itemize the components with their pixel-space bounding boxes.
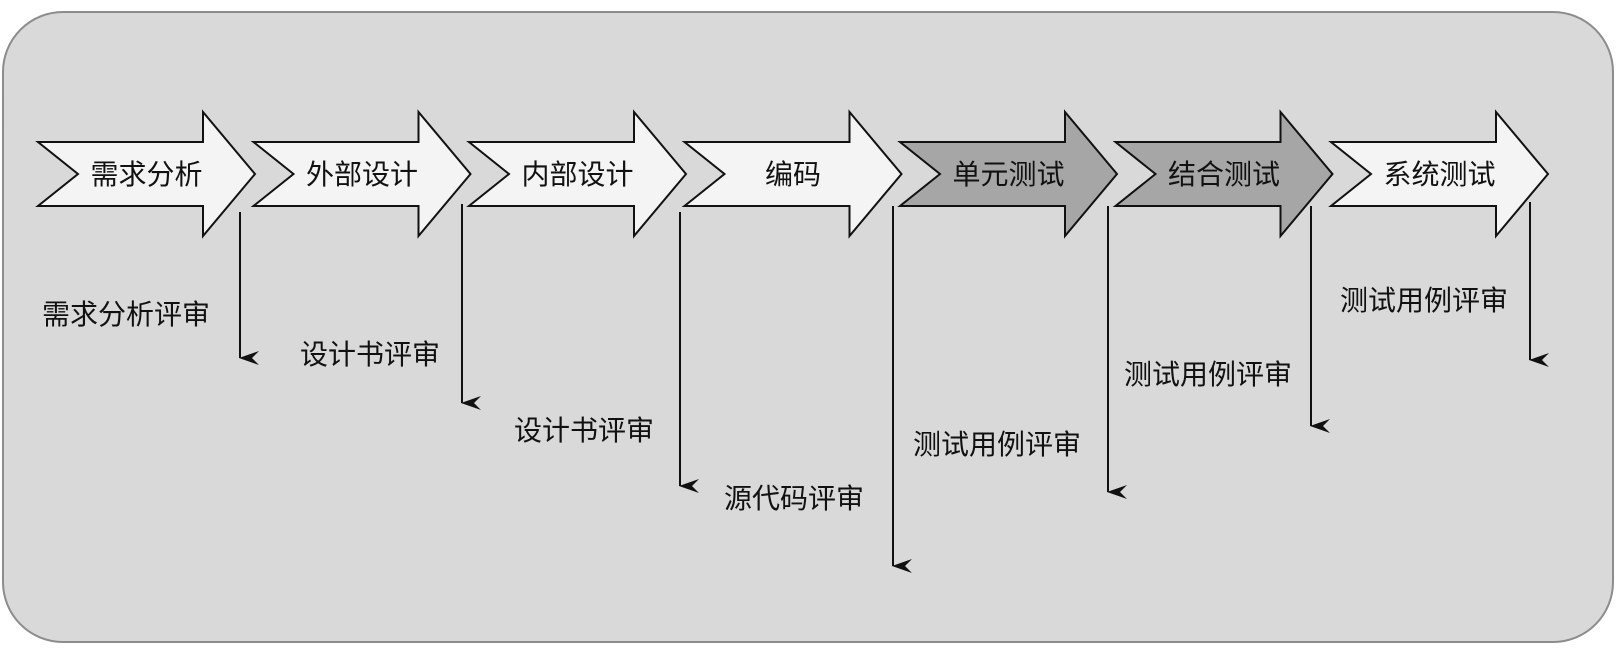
phase-label: 内部设计 [521, 158, 633, 191]
review-system-test: 测试用例评审 [1340, 202, 1549, 367]
phase-arrow-unit-test: 单元测试 [897, 109, 1119, 239]
review-label: 源代码评审 [724, 482, 864, 515]
review-internal-design: 设计书评审 [514, 212, 699, 493]
review-coding: 源代码评审 [724, 206, 912, 573]
diagram-panel [2, 11, 1614, 643]
phase-label: 外部设计 [306, 158, 418, 191]
phase-arrow-shape [897, 109, 1119, 239]
phase-arrow-internal-design: 内部设计 [466, 109, 688, 239]
review-unit-test: 测试用例评审 [913, 206, 1127, 499]
review-requirements-analysis: 需求分析评审 [42, 212, 259, 365]
phase-arrow-external-design: 外部设计 [250, 109, 472, 239]
review-integration-test: 测试用例评审 [1124, 206, 1330, 433]
phase-arrow-shape [250, 109, 472, 239]
phase-label: 系统测试 [1383, 158, 1495, 191]
phase-label: 需求分析 [90, 158, 202, 191]
phase-arrows: 需求分析 外部设计 内部设计 编码 单元测试 结合测试 系统测试 [35, 109, 1550, 239]
review-label: 设计书评审 [514, 414, 654, 447]
review-label: 测试用例评审 [1340, 284, 1508, 317]
phase-arrow-requirements-analysis: 需求分析 [35, 109, 257, 239]
phase-arrow-shape [1112, 109, 1334, 239]
review-external-design: 设计书评审 [300, 204, 481, 410]
review-label: 测试用例评审 [913, 428, 1081, 461]
phase-arrow-shape [466, 109, 688, 239]
review-label: 设计书评审 [300, 338, 440, 371]
phase-arrow-shape [1328, 109, 1550, 239]
phase-label: 编码 [765, 158, 821, 191]
phase-arrow-coding: 编码 [681, 109, 903, 239]
review-label: 测试用例评审 [1124, 358, 1292, 391]
phase-arrow-integration-test: 结合测试 [1112, 109, 1334, 239]
phase-arrow-shape [681, 109, 903, 239]
phase-arrow-system-test: 系统测试 [1328, 109, 1550, 239]
phase-arrow-shape [35, 109, 257, 239]
phase-label: 结合测试 [1168, 158, 1280, 191]
review-label: 需求分析评审 [42, 298, 210, 331]
phase-label: 单元测试 [952, 158, 1064, 191]
